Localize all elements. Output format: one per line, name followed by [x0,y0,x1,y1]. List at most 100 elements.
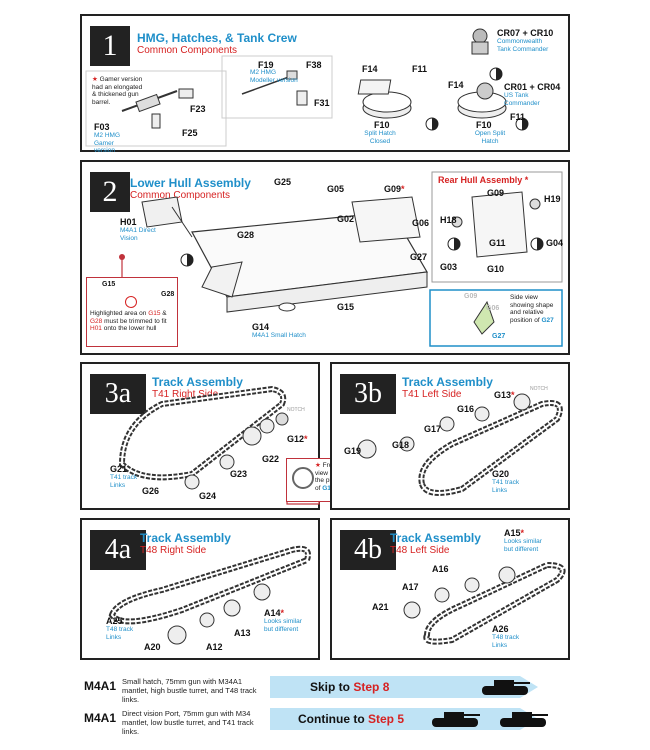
part-f31: F31 [314,98,330,108]
trim-callout: G15 G28 Highlighted area on G15 & G28 mu… [86,277,178,347]
rear-part-g10: G10 [487,264,505,274]
rear-part-g04: G04 [546,238,564,248]
part-g26: G26 [142,486,160,496]
part-g27: G27 [410,252,428,262]
part-g13: G13* [494,390,515,400]
part-g16: G16 [457,404,475,414]
rear-part-h19: H19 [544,194,561,204]
step-title: HMG, Hatches, & Tank Crew [137,31,297,45]
part-g17: G17 [424,424,442,434]
route-row-2: M4A1 Direct vision Port, 75mm gun with M… [80,704,570,736]
part-cr01-cr04: CR01 + CR04 [504,82,561,92]
gamer-version-note: ★ Gamer version had an elongated & thick… [92,76,143,106]
part-g28: G28 [237,230,255,240]
route-row-1: M4A1 Small hatch, 75mm gun with M34A1 ma… [80,672,570,704]
track-4a-illustration [108,545,311,645]
part-f03: F03 [94,122,110,132]
rear-part-g11: G11 [489,238,506,248]
part-g06: G06 [412,218,430,228]
route-instruction[interactable]: Continue to Step 5 [298,712,405,726]
part-g23: G23 [230,469,248,479]
part-g02: G02 [337,214,355,224]
step-subtitle: Common Components [137,45,238,56]
lower-hull-illustration [119,171,563,347]
f19-note: M2 HMG Modeller version [250,69,298,84]
route-instruction[interactable]: Skip to Step 8 [310,680,390,694]
f10a-note: Split Hatch Closed [364,130,396,145]
part-f10-b: F10 [476,120,492,130]
step-subtitle: Common Components [130,190,231,201]
no-entry-icon [125,296,137,308]
step-number: 2 [90,172,130,212]
track-3b-illustration [357,393,563,496]
f03-note: M2 HMG Gamer version [94,132,120,154]
part-a20: A20 [144,642,161,652]
part-g22: G22 [262,454,280,464]
step-title: Track Assembly [402,375,493,389]
part-a15: A15* [504,528,525,538]
part-a21: A21 [372,602,389,612]
part-g05: G05 [327,184,345,194]
step-number: 4a [90,530,146,570]
part-f11-b: F11 [510,112,526,122]
f10b-note: Open Split Hatch [474,130,506,145]
part-a17: A17 [402,582,419,592]
model-description: Direct vision Port, 75mm gun with M34 ma… [122,709,254,736]
step-number: 3b [340,374,396,414]
step-title: Lower Hull Assembly [130,176,251,190]
part-g15-callout: G15 [102,281,116,288]
part-f25: F25 [182,128,198,138]
part-f38: F38 [306,60,322,70]
step-title: Track Assembly [152,375,243,389]
part-g21: G21 [110,464,128,474]
step-2-panel: 2 Lower Hull Assembly Common Components … [80,160,570,355]
part-g25: G25 [274,177,292,187]
step1-illustration [85,28,529,147]
step-3b-panel: 3b Track Assembly T41 Left Side G16 G13*… [330,362,570,510]
side-part-g09: G09 [464,293,478,300]
cr01-note: US Tank Commander [504,92,540,107]
part-f11-a: F11 [412,64,428,74]
part-a16: A16 [432,564,449,574]
rear-part-g03: G03 [440,262,458,272]
part-f14-b: F14 [448,80,464,90]
track-4b-illustration [403,561,566,645]
part-a26: A26 [492,624,509,634]
step-subtitle: T48 Right Side [140,545,207,556]
part-g12: G12* [287,434,308,444]
part-h01: H01 [120,217,137,227]
tank-silhouette-icon [432,712,548,727]
part-g18: G18 [392,440,410,450]
step-1-panel: 1 HMG, Hatches, & Tank Crew Common Compo… [80,14,570,154]
part-g24: G24 [199,491,217,501]
a15-note: Looks similar but different [504,538,542,553]
part-a12: A12 [206,642,223,652]
step-title: Track Assembly [390,531,481,545]
side-part-g27: G27 [492,333,506,340]
arrow-banner [270,676,538,698]
step-3a-panel: 3a Track Assembly T41 Right Side G12* G2… [80,362,320,510]
a14-note: Looks similar but different [264,618,302,633]
part-f19: F19 [258,60,274,70]
side-view-note: Side view showing shape and relative pos… [510,294,554,324]
part-a25: A25 [106,616,123,626]
model-description: Small hatch, 75mm gun with M34A1 mantlet… [122,677,257,704]
step-4a-panel: 4a Track Assembly T48 Right Side A25 T48… [80,518,320,660]
a25-note: T48 track Links [106,626,134,641]
g21-note: T41 track Links [110,474,138,489]
step-number: 4b [340,530,396,570]
notch-label: NOTCH [287,407,305,413]
rear-hull-title: Rear Hull Assembly * [438,175,529,185]
model-label: M4A1 [84,711,117,725]
part-g28-callout: G28 [161,291,175,298]
wheel-icon [292,467,314,489]
step-4b-panel: 4b Track Assembly T48 Left Side A15* Loo… [330,518,570,660]
part-f23: F23 [190,104,206,114]
part-g19: G19 [344,446,362,456]
step-subtitle: T41 Left Side [402,389,462,400]
part-g14: G14 [252,322,270,332]
part-g15: G15 [337,302,355,312]
part-g09: G09* [384,184,405,194]
part-f10-a: F10 [374,120,390,130]
step-title: Track Assembly [140,531,231,545]
